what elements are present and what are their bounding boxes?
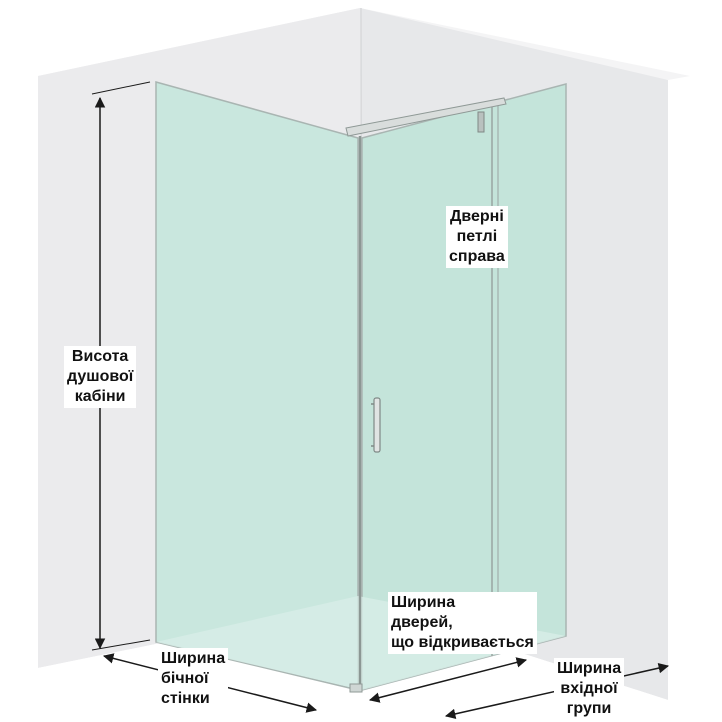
- door-width-label: Ширина дверей, що відкривається: [388, 592, 537, 654]
- height-label-line-2: душової: [67, 368, 134, 385]
- door-width-label-line-2: дверей,: [391, 614, 453, 631]
- door-handle-icon: [371, 397, 381, 453]
- entry-width-label-line-3: групи: [566, 700, 612, 717]
- hinges-label-line-2: петлі: [456, 228, 498, 245]
- height-extension-top: [91, 81, 151, 95]
- hinges-label: Дверні петлі справа: [446, 206, 508, 268]
- height-label-line-1: Висота: [71, 348, 129, 365]
- right-wall-top: [360, 8, 690, 80]
- side-width-label-line-2: бічної: [161, 670, 209, 687]
- side-glass-panel: [155, 81, 359, 691]
- corner-foot: [349, 683, 363, 693]
- side-width-label: Ширина бічної стінки: [158, 648, 229, 710]
- side-width-label-line-1: Ширина: [161, 650, 226, 667]
- hinge-icon: [477, 111, 485, 133]
- door-width-label-line-1: Ширина: [391, 594, 456, 611]
- side-width-label-line-3: стінки: [161, 690, 210, 707]
- hinges-label-line-1: Дверні: [449, 208, 504, 225]
- hinges-label-line-3: справа: [449, 248, 505, 265]
- stabilizer-bar: [345, 97, 507, 137]
- height-label-line-3: кабіни: [74, 388, 126, 405]
- entry-width-label-line-1: Ширина: [557, 660, 622, 677]
- entry-width-label: Ширина вхідної групи: [554, 658, 625, 720]
- entry-width-label-line-2: вхідної: [560, 680, 618, 697]
- height-label: Висота душової кабіни: [64, 346, 137, 408]
- door-width-label-line-3: що відкривається: [391, 634, 534, 651]
